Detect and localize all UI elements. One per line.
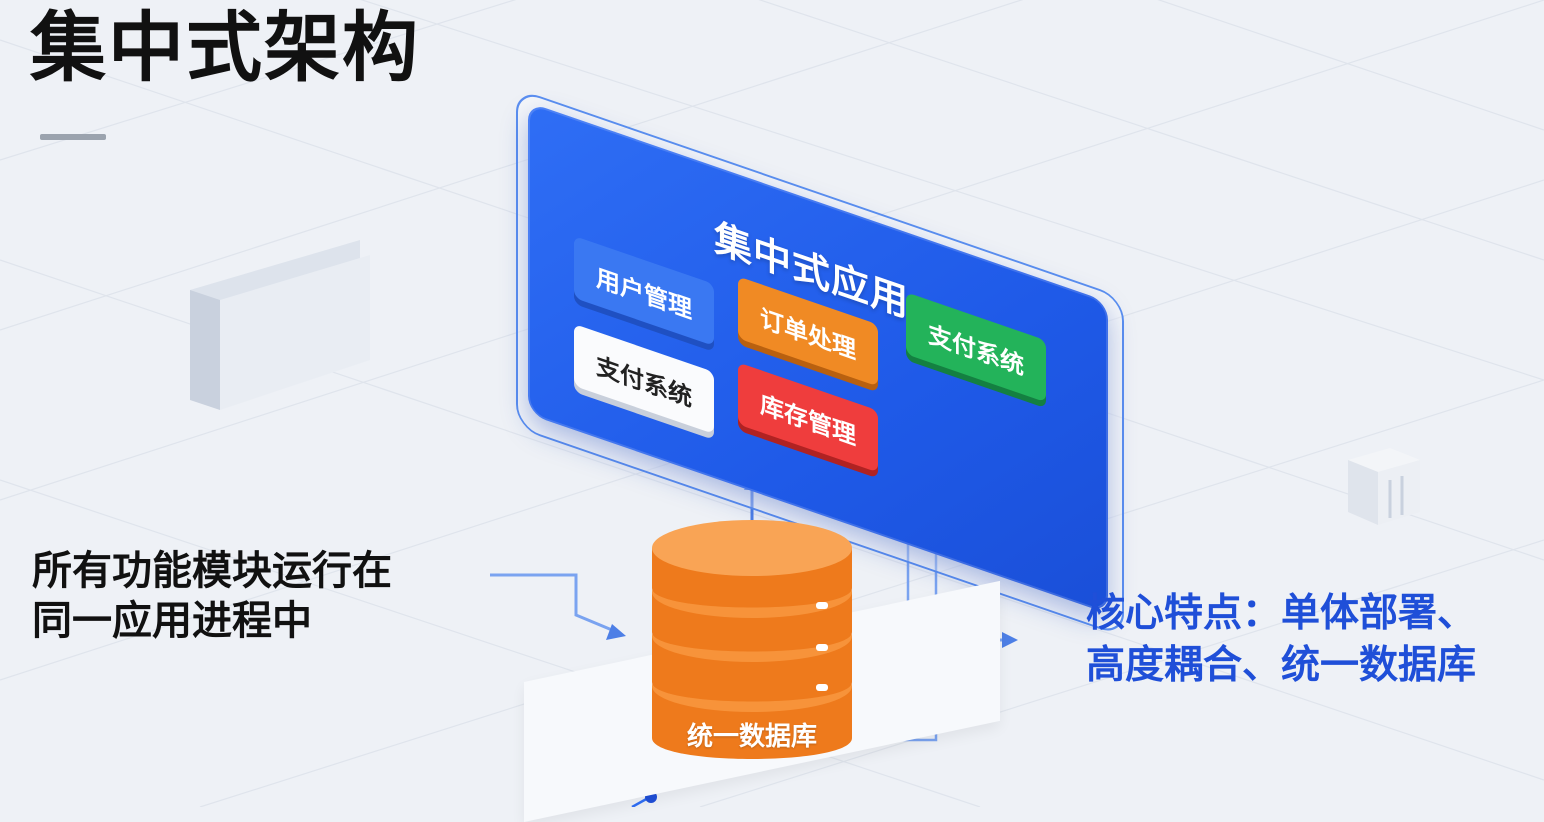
page-title: 集中式架构 bbox=[30, 3, 420, 92]
caption-right-line-2: 高度耦合、统一数据库 bbox=[1085, 643, 1476, 688]
caption-right-line-1: 核心特点：单体部署、 bbox=[1085, 591, 1476, 636]
module-payment-system-left: 支付系统 bbox=[574, 323, 714, 435]
decorative-block-left bbox=[190, 240, 370, 410]
caption-left-line-2: 同一应用进程中 bbox=[32, 598, 312, 644]
caption-right: 核心特点：单体部署、 高度耦合、统一数据库 bbox=[1046, 588, 1516, 692]
module-payment-system-right: 支付系统 bbox=[906, 292, 1046, 403]
database-label: 统一数据库 bbox=[686, 722, 817, 752]
caption-left-line-1: 所有功能模块运行在 bbox=[32, 548, 392, 594]
database-cylinder-icon bbox=[652, 520, 852, 759]
module-user-management: 用户管理 bbox=[574, 235, 714, 347]
unified-database: 统一数据库 bbox=[650, 516, 854, 766]
decorative-cube-right bbox=[1348, 448, 1420, 525]
title-underline bbox=[40, 134, 106, 140]
caption-left: 所有功能模块运行在 同一应用进程中 bbox=[32, 546, 392, 646]
